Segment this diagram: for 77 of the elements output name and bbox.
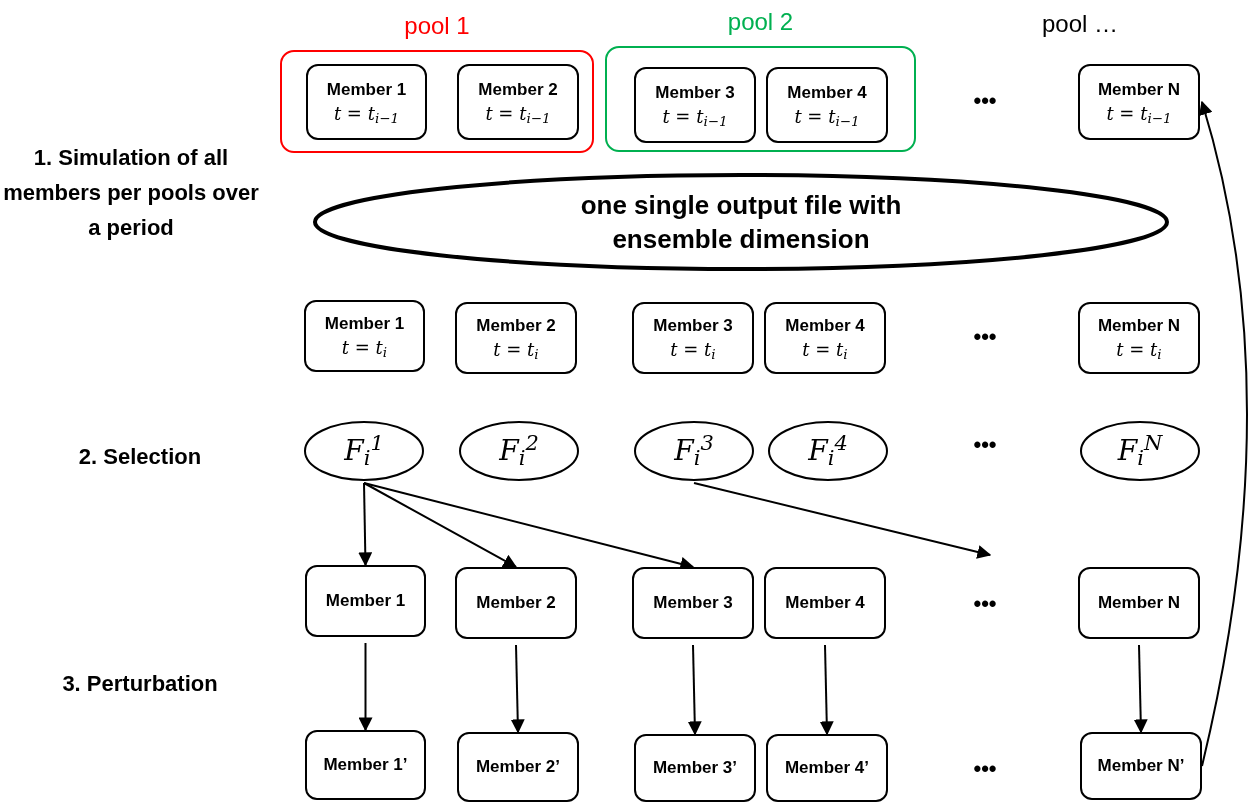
step-label: 2. Selection (77, 443, 203, 471)
member-box (457, 732, 579, 802)
member-name: Member N (1097, 315, 1181, 337)
ellipse-caption: one single output file with ensemble dimension (579, 189, 903, 256)
member-box (634, 67, 756, 143)
member-name: Member 4 (785, 315, 865, 337)
member-name: Member N (1097, 79, 1181, 101)
step-label: 3. Perturbation (61, 670, 219, 698)
member-name: Member 2 (476, 592, 556, 614)
member-box (305, 565, 426, 637)
member-box (632, 567, 754, 639)
fitness-ellipse (457, 419, 581, 483)
time-formula: t = t$_{i}$ (341, 336, 388, 360)
time-formula: t = t$_{i}$ (802, 338, 848, 362)
member-box (1078, 567, 1200, 639)
pool-heading: pool … (1040, 9, 1119, 39)
member-box (455, 567, 577, 639)
time-formula: t = t$_{i−1}$ (794, 105, 860, 129)
fitness-ellipse (766, 419, 890, 483)
time-formula: t = t$_{i−1}$ (333, 102, 400, 126)
member-name: Member 4’ (784, 757, 870, 779)
member-name: Member N’ (1097, 755, 1185, 777)
member-name: Member 3 (655, 82, 735, 104)
ellipsis: ••• (972, 323, 998, 351)
arrow (687, 644, 702, 736)
time-formula: t = t$_{i}$ (493, 338, 539, 362)
pool-heading: pool 1 (403, 11, 471, 41)
member-box (306, 64, 427, 140)
time-formula: t = t$_{i}$ (670, 338, 716, 362)
member-name: Member 1’ (323, 754, 408, 776)
fitness-ellipse (632, 419, 756, 483)
arrow (819, 644, 834, 736)
member-box (457, 64, 579, 140)
member-box (764, 567, 886, 639)
member-box (1078, 64, 1200, 140)
member-name: Member 1 (326, 79, 407, 101)
ellipsis: ••• (972, 590, 998, 618)
fitness-ellipse (302, 419, 426, 483)
fitness-ellipse (1078, 419, 1202, 483)
member-name: Member 3 (653, 315, 733, 337)
member-box (764, 302, 886, 374)
output-file-ellipse (312, 172, 1170, 272)
time-formula: t = t$_{i−1}$ (662, 105, 728, 129)
member-name: Member 2’ (475, 756, 561, 778)
member-name: Member 2 (476, 315, 556, 337)
member-name: Member 2 (478, 79, 558, 101)
arrow (510, 644, 525, 734)
member-box (634, 734, 756, 802)
step-label: 1. Simulation of all members per pools over a period (2, 144, 260, 242)
member-name: Member N (1097, 592, 1181, 614)
ellipsis: ••• (972, 755, 998, 783)
member-box (1078, 302, 1200, 374)
ellipsis: ••• (972, 87, 998, 115)
member-name: Member 1 (324, 313, 405, 335)
arrow (358, 642, 373, 732)
arrow (363, 482, 518, 568)
arrow (693, 482, 992, 559)
member-name: Member 1 (325, 590, 406, 612)
member-box (1080, 732, 1202, 800)
arrow (1133, 644, 1148, 734)
time-formula: t = t$_{i−1}$ (485, 102, 551, 126)
member-box (304, 300, 425, 372)
pool-heading: pool 2 (726, 7, 795, 37)
member-box (632, 302, 754, 374)
member-name: Member 3 (653, 592, 733, 614)
arrow (358, 482, 373, 567)
member-name: Member 4 (785, 592, 865, 614)
member-box (455, 302, 577, 374)
ellipsis: ••• (972, 431, 998, 459)
arrow (1198, 100, 1248, 767)
member-name: Member 4 (787, 82, 867, 104)
member-name: Member 3’ (652, 757, 738, 779)
member-box (305, 730, 426, 800)
time-formula: t = t$_{i−1}$ (1106, 102, 1172, 126)
member-box (766, 734, 888, 802)
time-formula: t = t$_{i}$ (1116, 338, 1162, 362)
member-box (766, 67, 888, 143)
